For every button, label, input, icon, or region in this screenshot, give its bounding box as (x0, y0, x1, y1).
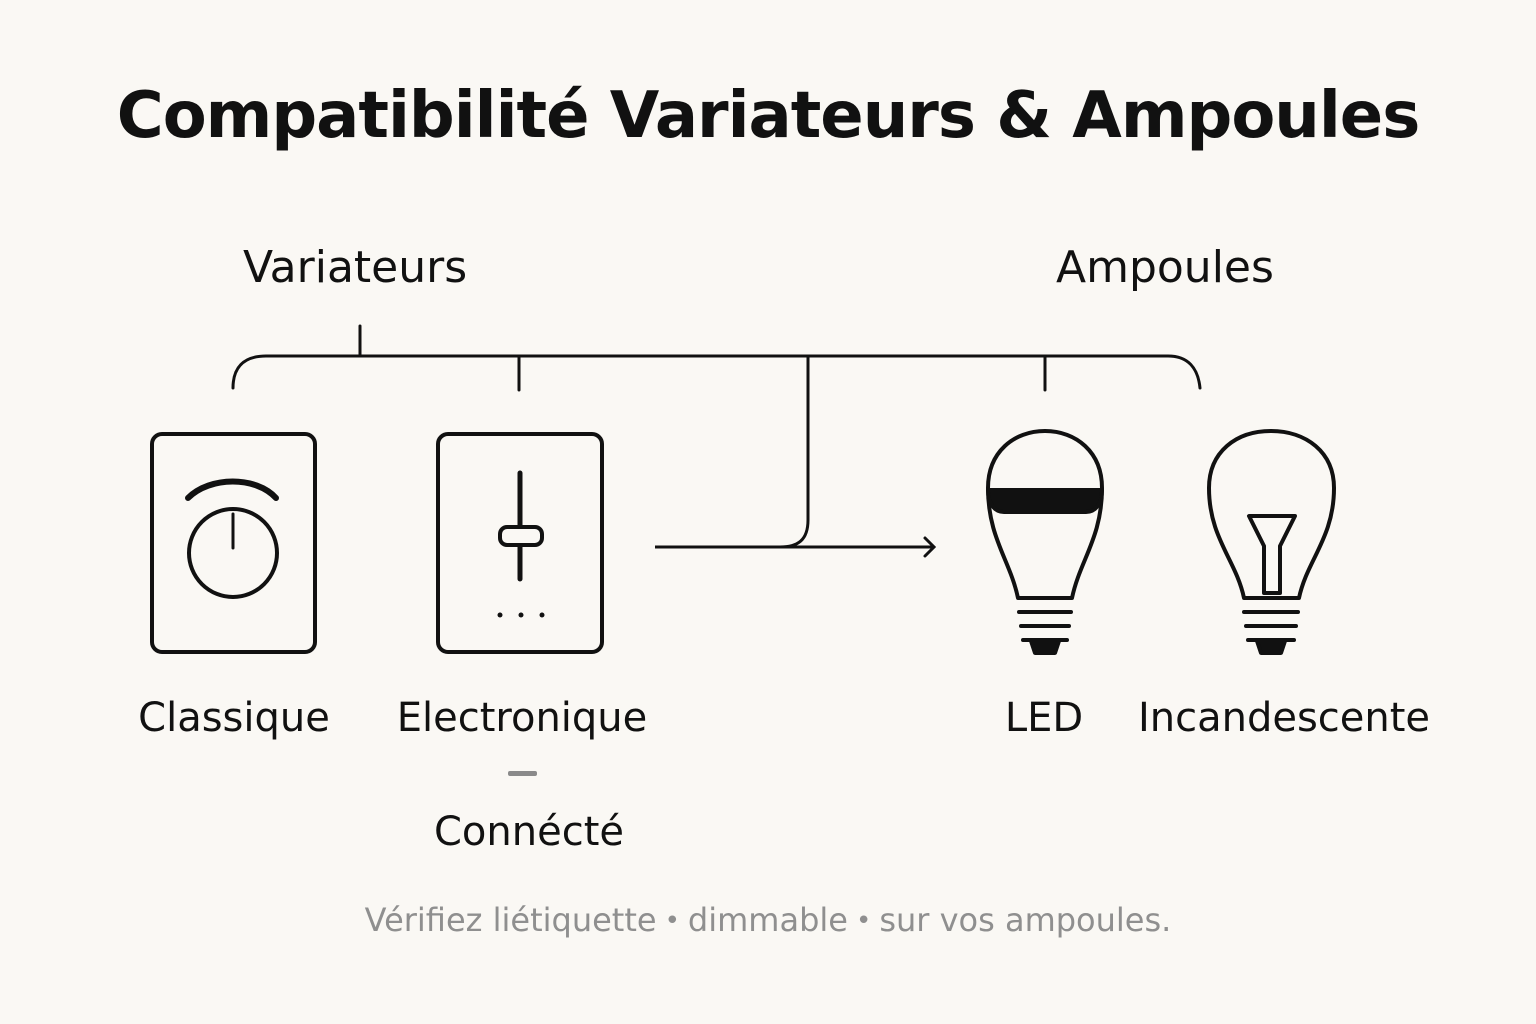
footer-text-part1: Vérifiez liétiquette (364, 901, 657, 939)
dash-separator (508, 771, 537, 776)
item-label-connecte: Connécté (434, 809, 624, 855)
diagram-title: Compatibilité Variateurs & Ampoules (116, 79, 1421, 153)
rotary-dimmer-icon (150, 432, 317, 654)
bracket-line (231, 354, 1202, 390)
arrow-head-icon (923, 536, 937, 558)
item-label-led: LED (1004, 695, 1084, 741)
led-bulb-icon (986, 429, 1104, 655)
item-label-classique: Classique (138, 695, 330, 741)
footer-bullet-2: • (855, 906, 872, 936)
item-label-electronique: Electronique (396, 695, 648, 741)
footer-text-part3: sur vos ampoules. (879, 901, 1172, 939)
footer-bullet-1: • (664, 906, 680, 936)
incandescent-bulb-icon (1207, 429, 1336, 655)
footer-note: Vérifiez liétiquette•dimmable•sur vos am… (0, 904, 1536, 936)
connector-to-arrow (655, 354, 935, 549)
group-label-dimmers: Variateurs (243, 242, 468, 293)
footer-text-part2: dimmable (687, 901, 848, 939)
item-label-incandescente: Incandescente (1137, 695, 1431, 741)
connector-bracket (231, 324, 1202, 558)
group-label-bulbs: Ampoules (1056, 242, 1274, 293)
slider-dimmer-icon (436, 432, 604, 654)
